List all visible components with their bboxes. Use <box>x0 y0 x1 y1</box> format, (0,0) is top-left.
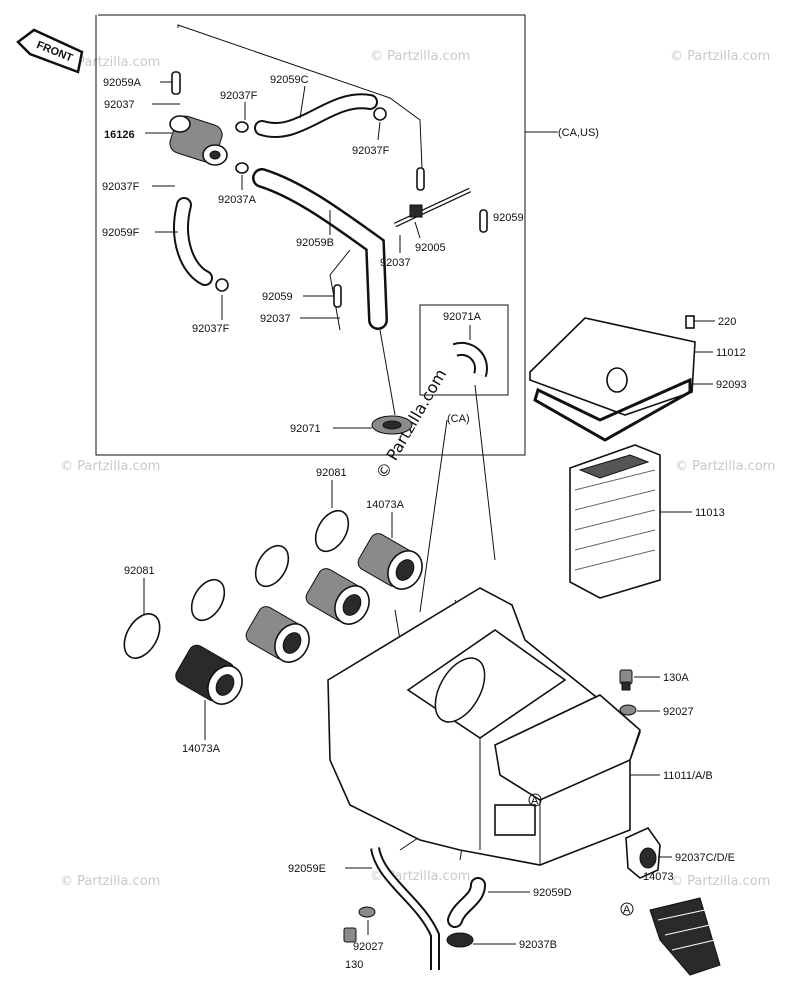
watermark: © Partzilla.com <box>675 459 775 474</box>
part-label-14073A: 14073A <box>366 499 405 511</box>
air-box-housing: A <box>327 587 641 866</box>
tee-92005 <box>393 187 472 228</box>
marker-a-sensor: A <box>623 904 631 916</box>
part-label-92059: 92059 <box>493 212 524 224</box>
right-small-parts: A <box>619 669 721 976</box>
part-labels: 92059A 92037 16126 92037F 92059F 92037F … <box>102 74 747 971</box>
part-label-11013: 11013 <box>695 507 725 519</box>
part-label-92071A: 92071A <box>443 311 482 323</box>
part-label-130: 130 <box>345 959 363 971</box>
air-cleaner-cover <box>529 315 696 442</box>
part-label-92059D: 92059D <box>533 887 572 899</box>
part-label-14073: 14073 <box>643 871 674 883</box>
watermark: © Partzilla.com <box>370 49 470 64</box>
bottom-small-parts <box>343 846 486 970</box>
part-label-92059C: 92059C <box>270 74 309 86</box>
watermark: © Partzilla.com <box>60 459 160 474</box>
ca-inset-box: (CA) <box>419 304 509 425</box>
hose-parts <box>169 71 488 435</box>
part-label-92037F: 92037F <box>220 90 258 102</box>
part-label-92037F: 92037F <box>192 323 230 335</box>
leader-lines <box>143 81 715 945</box>
routing-lines <box>177 24 496 861</box>
part-label-92093: 92093 <box>716 379 747 391</box>
ca-label: (CA) <box>447 413 470 425</box>
part-label-11011: 11011/A/B <box>663 770 713 782</box>
part-label-11012: 11012 <box>716 347 746 359</box>
part-label-92037: 92037 <box>260 313 291 325</box>
part-label-92081: 92081 <box>124 565 155 577</box>
part-label-92027: 92027 <box>353 941 384 953</box>
watermark: © Partzilla.com <box>670 874 770 889</box>
part-label-220: 220 <box>718 316 736 328</box>
part-label-92005: 92005 <box>415 242 446 254</box>
ca-us-group-frame: (CA,US) <box>95 14 599 456</box>
part-label-92081: 92081 <box>316 467 347 479</box>
part-label-92059: 92059 <box>262 291 293 303</box>
part-label-92037: 92037 <box>380 257 411 269</box>
hose-92059A <box>171 71 181 95</box>
part-label-16126: 16126 <box>104 129 135 141</box>
part-label-92037A: 92037A <box>218 194 257 206</box>
part-label-92059B: 92059B <box>296 237 334 249</box>
part-label-92059E: 92059E <box>288 863 326 875</box>
watermark: © Partzilla.com <box>670 49 770 64</box>
air-filter-element <box>569 444 661 599</box>
front-arrow: FRONT <box>16 28 84 74</box>
valve-16126 <box>169 115 228 166</box>
part-label-92037CDE: 92037C/D/E <box>675 852 735 864</box>
watermark: © Partzilla.com <box>60 55 160 70</box>
group-label: (CA,US) <box>558 127 599 139</box>
part-label-92037F: 92037F <box>102 181 140 193</box>
part-label-92037: 92037 <box>104 99 135 111</box>
intake-boots <box>123 509 423 705</box>
part-label-92071: 92071 <box>290 423 321 435</box>
part-label-130A: 130A <box>663 672 689 684</box>
part-label-92059F: 92059F <box>102 227 140 239</box>
part-label-92027: 92027 <box>663 706 694 718</box>
part-label-14073A: 14073A <box>182 743 221 755</box>
part-label-92037B: 92037B <box>519 939 557 951</box>
part-label-92059A: 92059A <box>103 77 142 89</box>
marker-a-box: A <box>531 795 539 807</box>
watermark: © Partzilla.com <box>60 874 160 889</box>
part-label-92037F: 92037F <box>352 145 390 157</box>
